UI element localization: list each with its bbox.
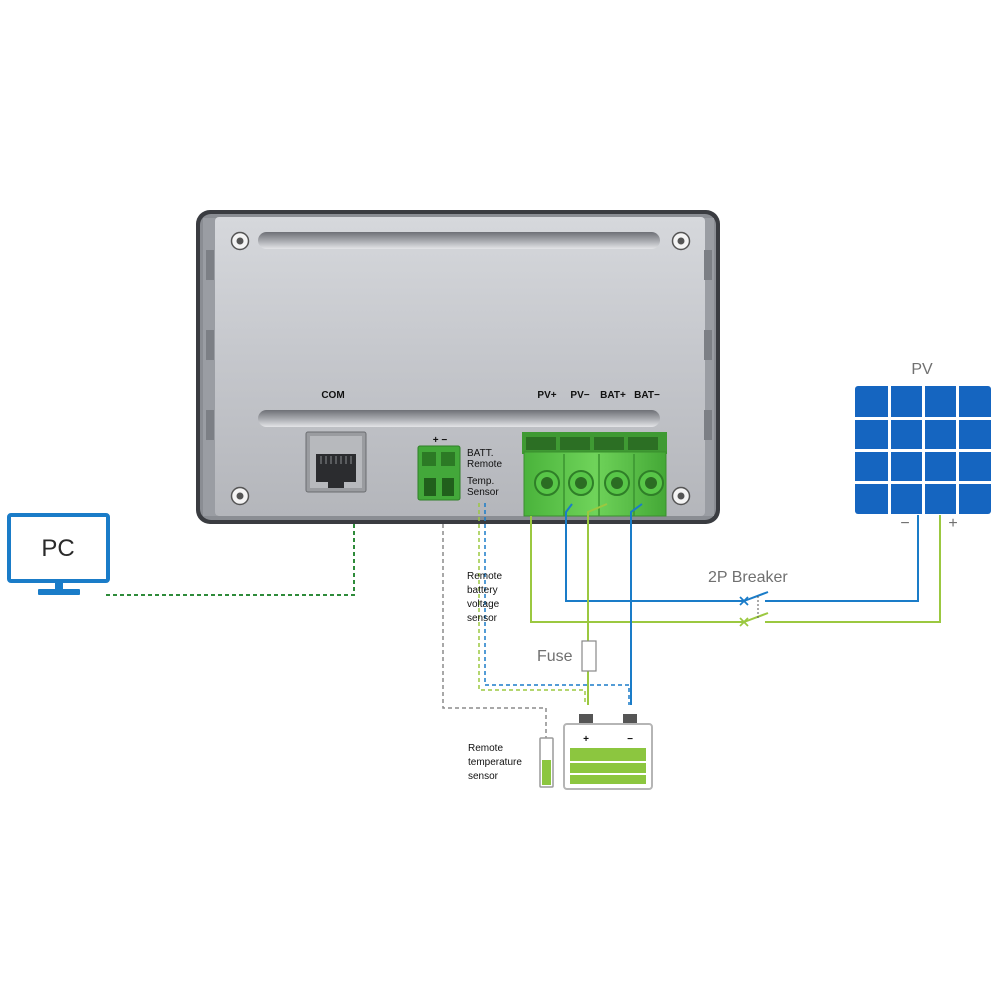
remote-battery-sensor-line-3: voltage bbox=[467, 599, 500, 610]
fuse-symbol bbox=[581, 640, 597, 672]
remote-temperature-sensor bbox=[539, 737, 554, 788]
battery-minus-label: − bbox=[627, 734, 633, 745]
sensor-polarity-label: + − bbox=[433, 435, 448, 446]
terminal-label-pv-minus: PV− bbox=[570, 390, 589, 401]
fuse-label: Fuse bbox=[537, 648, 573, 665]
pc-label: PC bbox=[41, 535, 74, 562]
breaker-to-pv-minus-wire bbox=[765, 515, 919, 602]
breaker-to-pv-plus-wire bbox=[765, 515, 941, 623]
pv-plus-wire bbox=[530, 516, 744, 623]
pc-monitor-icon bbox=[7, 513, 110, 595]
pv-plus-label: + bbox=[948, 515, 957, 532]
remote-battery-sensor-line-1: Remote bbox=[467, 571, 502, 582]
battery: + − bbox=[563, 714, 653, 790]
terminal-label-bat-plus: BAT+ bbox=[600, 390, 626, 401]
terminal-screw-pv-minus[interactable] bbox=[568, 470, 594, 496]
pv-minus-wire bbox=[565, 503, 744, 602]
battery-plus-label: + bbox=[583, 734, 589, 745]
voltage-sense-minus-wire bbox=[484, 503, 630, 705]
remote-temp-sensor-line-2: temperature bbox=[468, 757, 522, 768]
screw-bottom-left bbox=[230, 486, 250, 506]
com-label: COM bbox=[321, 390, 344, 401]
remote-temp-sensor-line-3: sensor bbox=[468, 771, 499, 782]
terminal-label-bat-minus: BAT− bbox=[634, 390, 660, 401]
pv-panel-icon bbox=[855, 386, 991, 514]
remote-temp-sensor-line-1: Remote bbox=[468, 743, 503, 754]
temp-sensor-line-2: Sensor bbox=[467, 487, 499, 498]
pv-minus-label: − bbox=[900, 515, 909, 532]
pv-label: PV bbox=[911, 361, 933, 378]
vent-slot-top bbox=[258, 232, 660, 249]
remote-battery-sensor-line-4: sensor bbox=[467, 613, 498, 624]
bat-minus-wire bbox=[630, 503, 643, 705]
breaker-symbol bbox=[739, 591, 769, 627]
batt-remote-line-1: BATT. bbox=[467, 448, 493, 459]
voltage-sense-plus-wire bbox=[478, 503, 586, 705]
remote-battery-sensor-line-2: battery bbox=[467, 585, 498, 596]
power-terminal-block[interactable] bbox=[522, 432, 667, 517]
terminal-screw-bat-minus[interactable] bbox=[638, 470, 664, 496]
terminal-screw-pv-plus[interactable] bbox=[534, 470, 560, 496]
terminal-screw-bat-plus[interactable] bbox=[604, 470, 630, 496]
breaker-label: 2P Breaker bbox=[708, 569, 788, 586]
batt-remote-line-2: Remote bbox=[467, 459, 502, 470]
vent-slot-bottom bbox=[258, 410, 660, 427]
com-cable bbox=[104, 524, 355, 596]
com-port[interactable] bbox=[305, 431, 367, 493]
sensor-terminal-block[interactable] bbox=[417, 445, 461, 501]
terminal-label-pv-plus: PV+ bbox=[537, 390, 556, 401]
temp-sensor-cable bbox=[442, 524, 547, 738]
screw-top-left bbox=[230, 231, 250, 251]
bat-plus-wire bbox=[587, 503, 608, 705]
screw-top-right bbox=[671, 231, 691, 251]
temp-sensor-line-1: Temp. bbox=[467, 476, 494, 487]
screw-bottom-right bbox=[671, 486, 691, 506]
